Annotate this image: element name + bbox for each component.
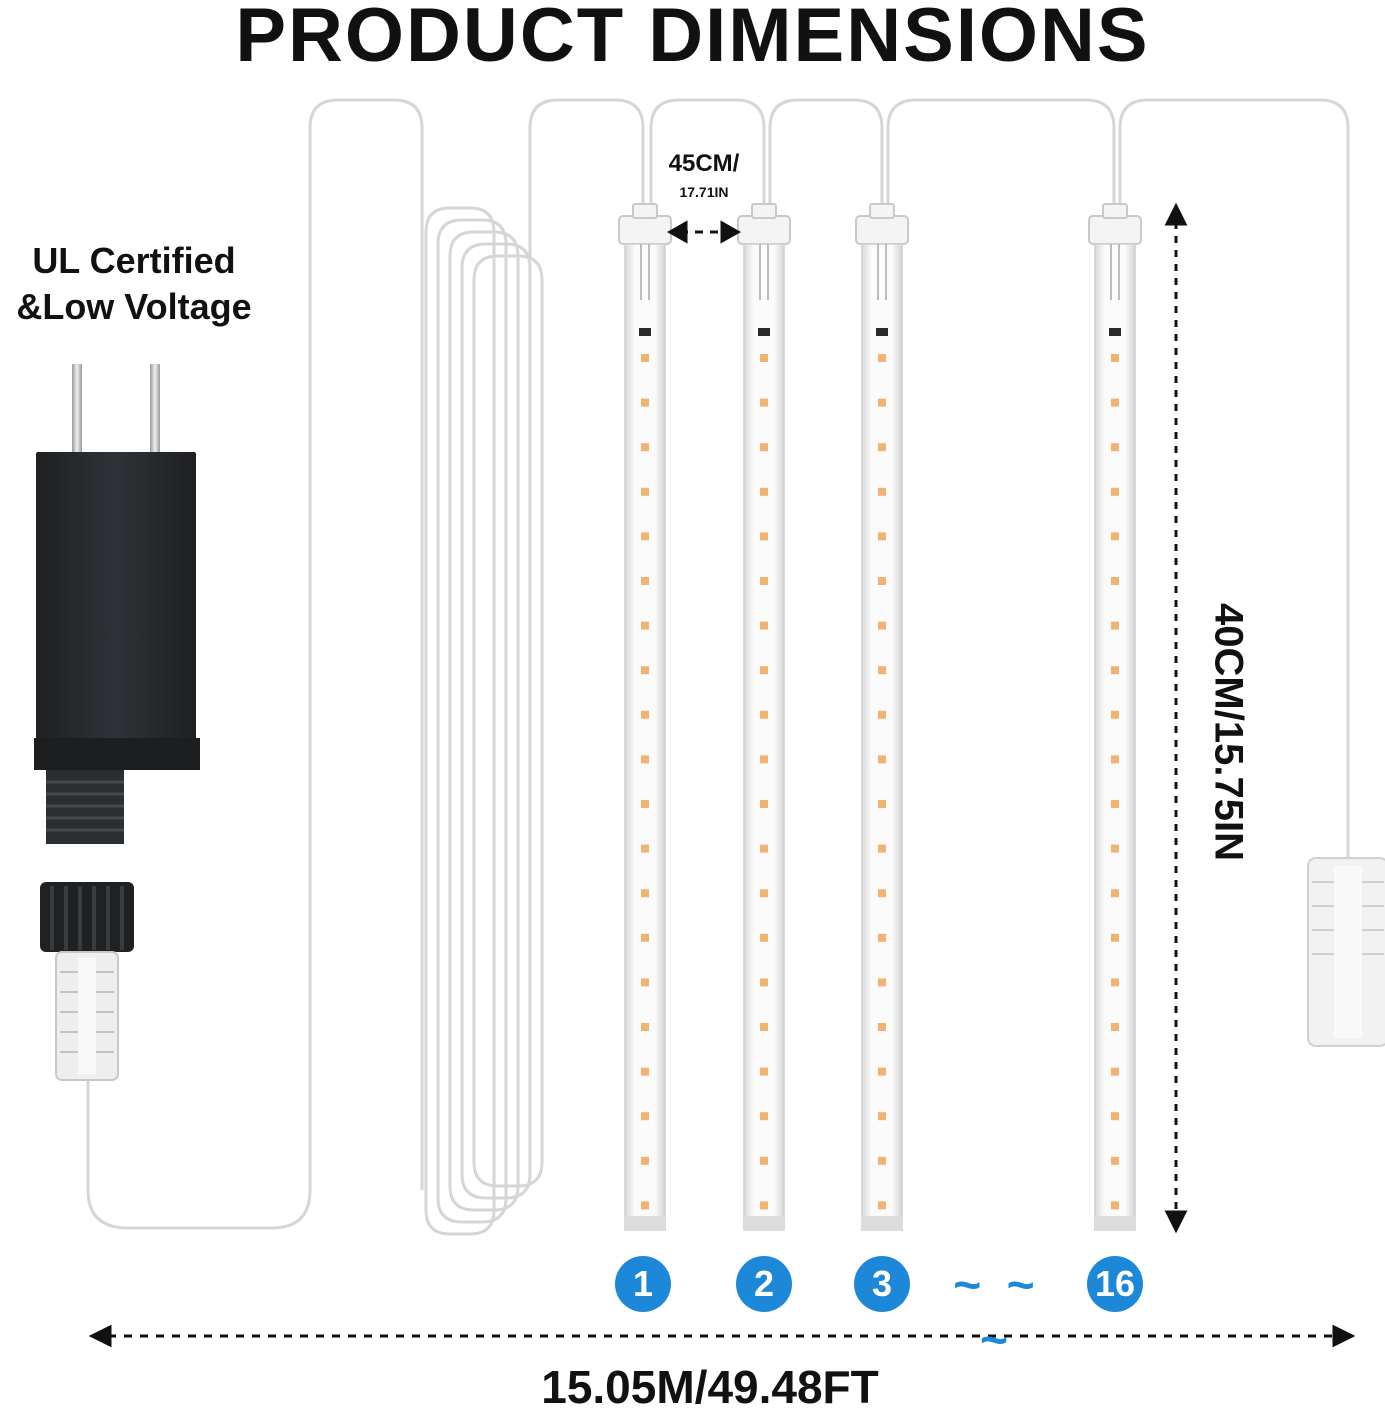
tube-number-badge-3: 3: [854, 1256, 910, 1312]
lead-cable: [86, 98, 424, 1230]
tube-number-badge-16: 16: [1087, 1256, 1143, 1312]
cable-coil-5: [472, 254, 544, 1188]
tube-number-badge-2: 2: [736, 1256, 792, 1312]
power-adapter-icon: [34, 364, 200, 844]
tube-number-16: 16: [1094, 1263, 1136, 1304]
tube-length-label: 40CM/15.75IN: [1206, 603, 1251, 861]
led-tubes: [618, 203, 1142, 1231]
page-title: PRODUCT DIMENSIONS: [235, 0, 1150, 78]
cable-coil-2: [436, 218, 508, 1224]
led-tube-icon: [1088, 203, 1142, 1231]
cable-coil-3: [448, 230, 520, 1212]
cable-coil-1: [424, 206, 496, 1236]
led-tube-icon: [737, 203, 791, 1231]
cable-tube-1-2: [649, 98, 766, 206]
led-tube-icon: [618, 203, 672, 1231]
tube-number-1: 1: [632, 1263, 654, 1304]
tube-ellipsis: ~ ~ ~: [953, 1259, 1041, 1367]
cable-coil-4: [460, 242, 532, 1200]
certification-label: UL Certified &Low Voltage: [0, 238, 268, 330]
end-connector-icon: [1307, 857, 1385, 1047]
tube-spacing-metric: 45CM/: [668, 150, 740, 177]
cable-tube-2-3: [768, 98, 884, 206]
certification-line-1: UL Certified: [32, 240, 236, 281]
cable-routing: [86, 98, 1350, 1236]
cable-to-tube-1: [528, 98, 645, 260]
plug-connector-icon: [40, 882, 134, 1081]
cable-to-end: [1118, 98, 1350, 862]
cable-tube-3-16: [886, 98, 1116, 206]
total-length-label: 15.05M/49.48FT: [541, 1361, 879, 1413]
led-tube-icon: [855, 203, 909, 1231]
tube-number-badge-1: 1: [615, 1256, 671, 1312]
tube-spacing-imperial: 17.71IN: [679, 184, 729, 200]
certification-line-2: &Low Voltage: [16, 286, 252, 327]
tube-number-2: 2: [753, 1263, 775, 1304]
tube-number-3: 3: [871, 1263, 893, 1304]
dimension-arrow-icon: [88, 202, 1356, 1348]
